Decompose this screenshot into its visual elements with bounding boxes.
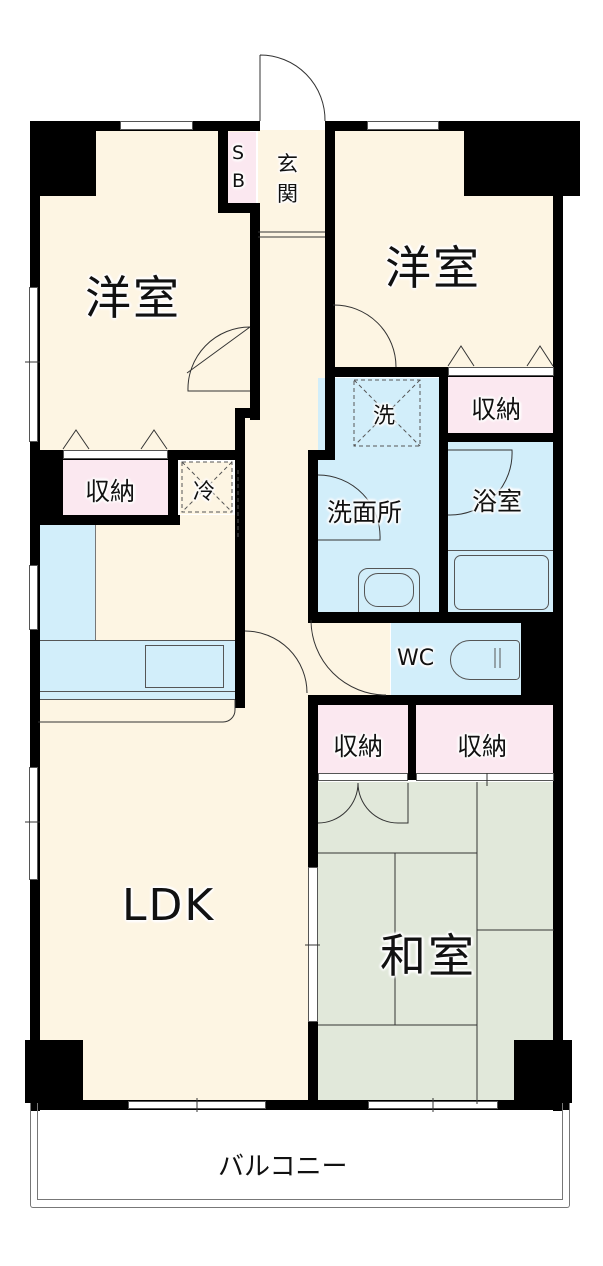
closet-rail-right-top [448,367,554,376]
wall-wc-right-block [521,612,563,705]
washroom-label: 洗面所 [327,498,403,527]
shoe-box-label-top: S [232,142,245,164]
window-left-1 [29,287,38,442]
bathroom-label: 浴室 [472,487,523,516]
wall-sb-left [218,121,228,213]
window-top-right [367,121,439,130]
wall-wash-bath-divider [439,367,448,622]
japanese-room-label: 和室 [380,929,476,983]
bathtub [454,555,549,610]
wall-storage-left-right [168,450,178,525]
column-bottom-right [514,1040,572,1103]
washer-label: 洗 [373,404,396,429]
wall-storage-bottom-divider [408,700,416,780]
wall-room-left-divider [250,205,260,420]
balcony [30,1103,570,1208]
wall-room-right-left [325,121,335,376]
balcony-inner-rail [37,1103,563,1200]
entrance-label-bottom: 関 [277,182,298,206]
western-room-left-label: 洋室 [85,271,181,325]
storage-bottom-right-fill [416,705,554,773]
column-bottom-left [25,1040,83,1103]
wall-wc-bottom [308,695,563,705]
toilet-label: WC [397,646,435,671]
window-top-left [120,121,193,130]
window-left-3 [29,767,38,880]
storage-right-top-fill [448,377,554,433]
window-washitsu-sliding [308,867,318,1022]
closet-rail-bottom-right [416,773,554,781]
wash-basin-bowl [364,573,414,607]
wall-washroom-bottom [308,612,563,623]
closet-rail-left [63,450,168,459]
bath-divider [448,550,554,551]
toilet-bowl [450,640,520,680]
shoe-box [228,132,256,206]
balcony-label: バルコニー [218,1152,348,1182]
wall-washroom-left-lower [308,450,318,620]
column-top-left [30,121,96,196]
entrance-label-top: 玄 [277,152,298,176]
storage-left-label: 収納 [85,477,136,506]
hall-lower [245,615,390,705]
wall-storage-bath-divider [439,433,563,442]
counter-lip [38,692,235,700]
western-room-right-label: 洋室 [385,241,481,295]
window-left-2 [29,565,38,630]
storage-bottom-left-label: 収納 [333,732,384,761]
fridge-label: 冷 [193,480,216,505]
closet-rail-bottom-left [318,773,408,781]
ldk-label: LDK [122,880,216,931]
kitchen-sink [145,645,224,688]
storage-bottom-right-label: 収納 [457,732,508,761]
wall-top-right [325,121,579,131]
wall-storage-left-bottom [30,515,180,525]
wall-sb-bottom [218,203,260,213]
wall-storage-left-block [30,450,63,515]
wall-washroom-left [325,367,335,457]
shoe-box-label-bottom: B [232,170,246,192]
kitchen-counter-side [38,525,96,645]
entrance-area [258,130,328,210]
storage-right-top-label: 収納 [471,395,522,424]
